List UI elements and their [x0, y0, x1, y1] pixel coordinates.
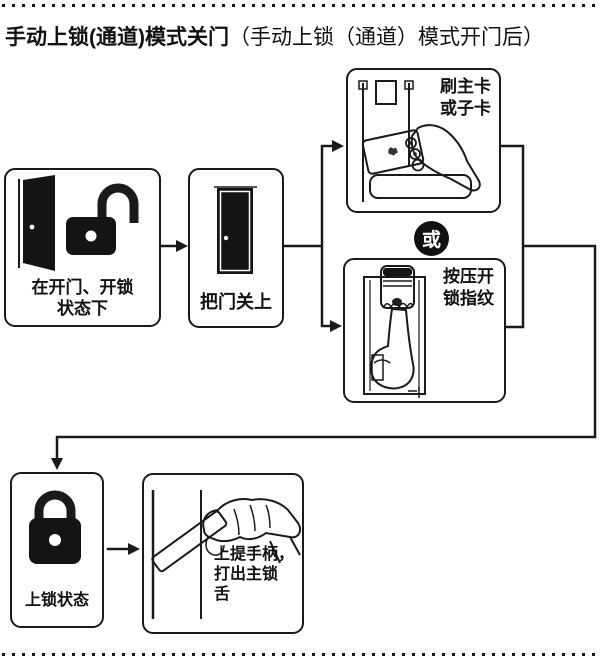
- step-close-door: 把门关上: [188, 168, 284, 328]
- step-locked-state: 上锁状态: [10, 472, 104, 628]
- step-open-state: 在开门、开锁 状态下: [4, 168, 161, 327]
- unlocked-padlock-icon: [66, 183, 139, 255]
- arrow-right-icon: [176, 240, 188, 252]
- step-lift-handle-label: 上提手柄， 打出主锁 舌: [214, 546, 295, 603]
- fingerprint-press-hand-icon: [363, 265, 426, 398]
- step-open-state-label: 在开门、开锁 状态下: [31, 278, 134, 318]
- step-locked-state-label: 上锁状态: [24, 592, 89, 609]
- step-lift-handle: 上提手柄， 打出主锁 舌: [142, 473, 304, 634]
- title-main: 手动上锁(通道)模式关门: [5, 26, 229, 49]
- card-swipe-hand-icon: [358, 80, 481, 202]
- step-close-door-label: 把门关上: [200, 292, 272, 312]
- lift-handle-hand-icon: [151, 490, 301, 619]
- dotted-divider-bottom: [2, 653, 598, 656]
- arrow-down-icon: [51, 458, 63, 470]
- step-press-fingerprint: 按压开 锁指纹: [343, 258, 506, 403]
- closed-door-icon: [214, 186, 257, 274]
- dotted-divider-top: [2, 4, 598, 7]
- or-badge: 或: [414, 221, 449, 256]
- arrow-right-icon: [128, 543, 140, 555]
- open-door-icon: [18, 175, 139, 271]
- title-paren: （手动上锁（通道）模式开门后）: [229, 26, 544, 49]
- step-swipe-card: 刷主卡 或子卡: [346, 68, 501, 213]
- page-title: 手动上锁(通道)模式关门（手动上锁（通道）模式开门后）: [5, 25, 544, 51]
- locked-padlock-icon: [29, 490, 81, 564]
- arrow-right-icon: [332, 140, 344, 152]
- arrow-right-icon: [330, 320, 342, 332]
- step-press-fingerprint-label: 按压开 锁指纹: [443, 267, 494, 308]
- step-swipe-card-label: 刷主卡 或子卡: [440, 77, 491, 118]
